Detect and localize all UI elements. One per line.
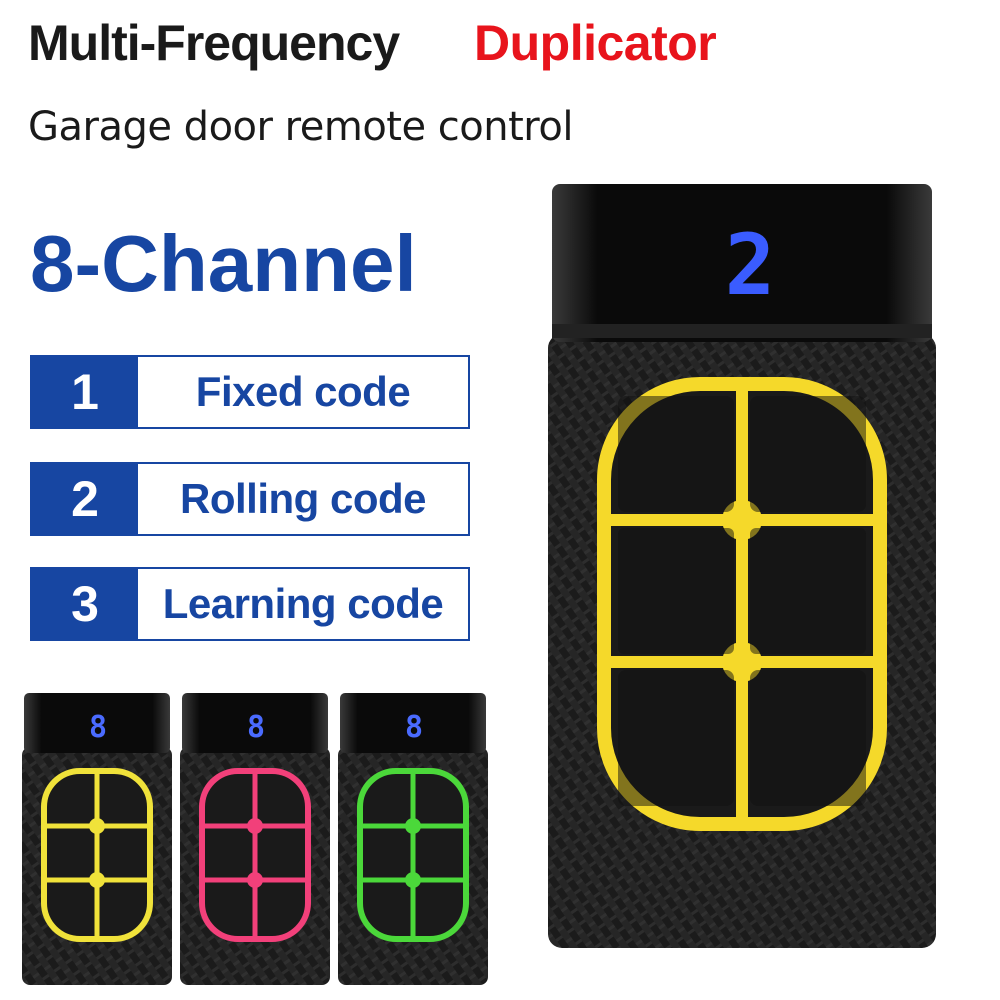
title-accent: Duplicator (474, 15, 717, 71)
remote-button-4[interactable] (750, 528, 866, 654)
title-main: Multi-Frequency (28, 15, 400, 71)
feature-label: Learning code (162, 580, 444, 627)
mini-remote-pink: 8 (180, 693, 330, 985)
button-joint (247, 872, 263, 888)
remote-top-cap (182, 693, 328, 753)
feature-number: 1 (32, 357, 138, 427)
feature-number: 2 (32, 464, 138, 534)
main-remote: 2 (548, 184, 936, 948)
mini-remote-yellow: 8 (22, 693, 172, 985)
remote-top-cap (24, 693, 170, 753)
button-grid (597, 377, 887, 831)
feature-number: 3 (32, 569, 138, 639)
remote-button-1[interactable] (618, 396, 734, 512)
feature-fixed-code: 1 Fixed code (30, 355, 470, 429)
button-grid (41, 768, 153, 942)
remote-button-6[interactable] (750, 670, 866, 806)
remote-button-3[interactable] (618, 528, 734, 654)
channel-display: 8 (247, 710, 265, 745)
channel-display: 2 (725, 216, 776, 314)
remote-top-cap (552, 184, 932, 342)
feature-label: Fixed code (195, 368, 411, 415)
channel-display: 8 (405, 710, 423, 745)
button-grid (357, 768, 469, 942)
button-joint (405, 818, 421, 834)
channel-display: 8 (89, 710, 107, 745)
mini-remote-green: 8 (338, 693, 488, 985)
button-joint (89, 872, 105, 888)
button-grid (199, 768, 311, 942)
remote-button-5[interactable] (618, 670, 734, 806)
button-joint (247, 818, 263, 834)
remote-top-cap (340, 693, 486, 753)
feature-label: Rolling code (180, 475, 427, 522)
remote-button-2[interactable] (750, 396, 866, 512)
subtitle: Garage door remote control (28, 104, 573, 150)
channel-label: 8-Channel (30, 219, 417, 308)
button-joint (89, 818, 105, 834)
feature-learning-code: 3 Learning code (30, 567, 470, 641)
feature-rolling-code: 2 Rolling code (30, 462, 470, 536)
button-joint (405, 872, 421, 888)
